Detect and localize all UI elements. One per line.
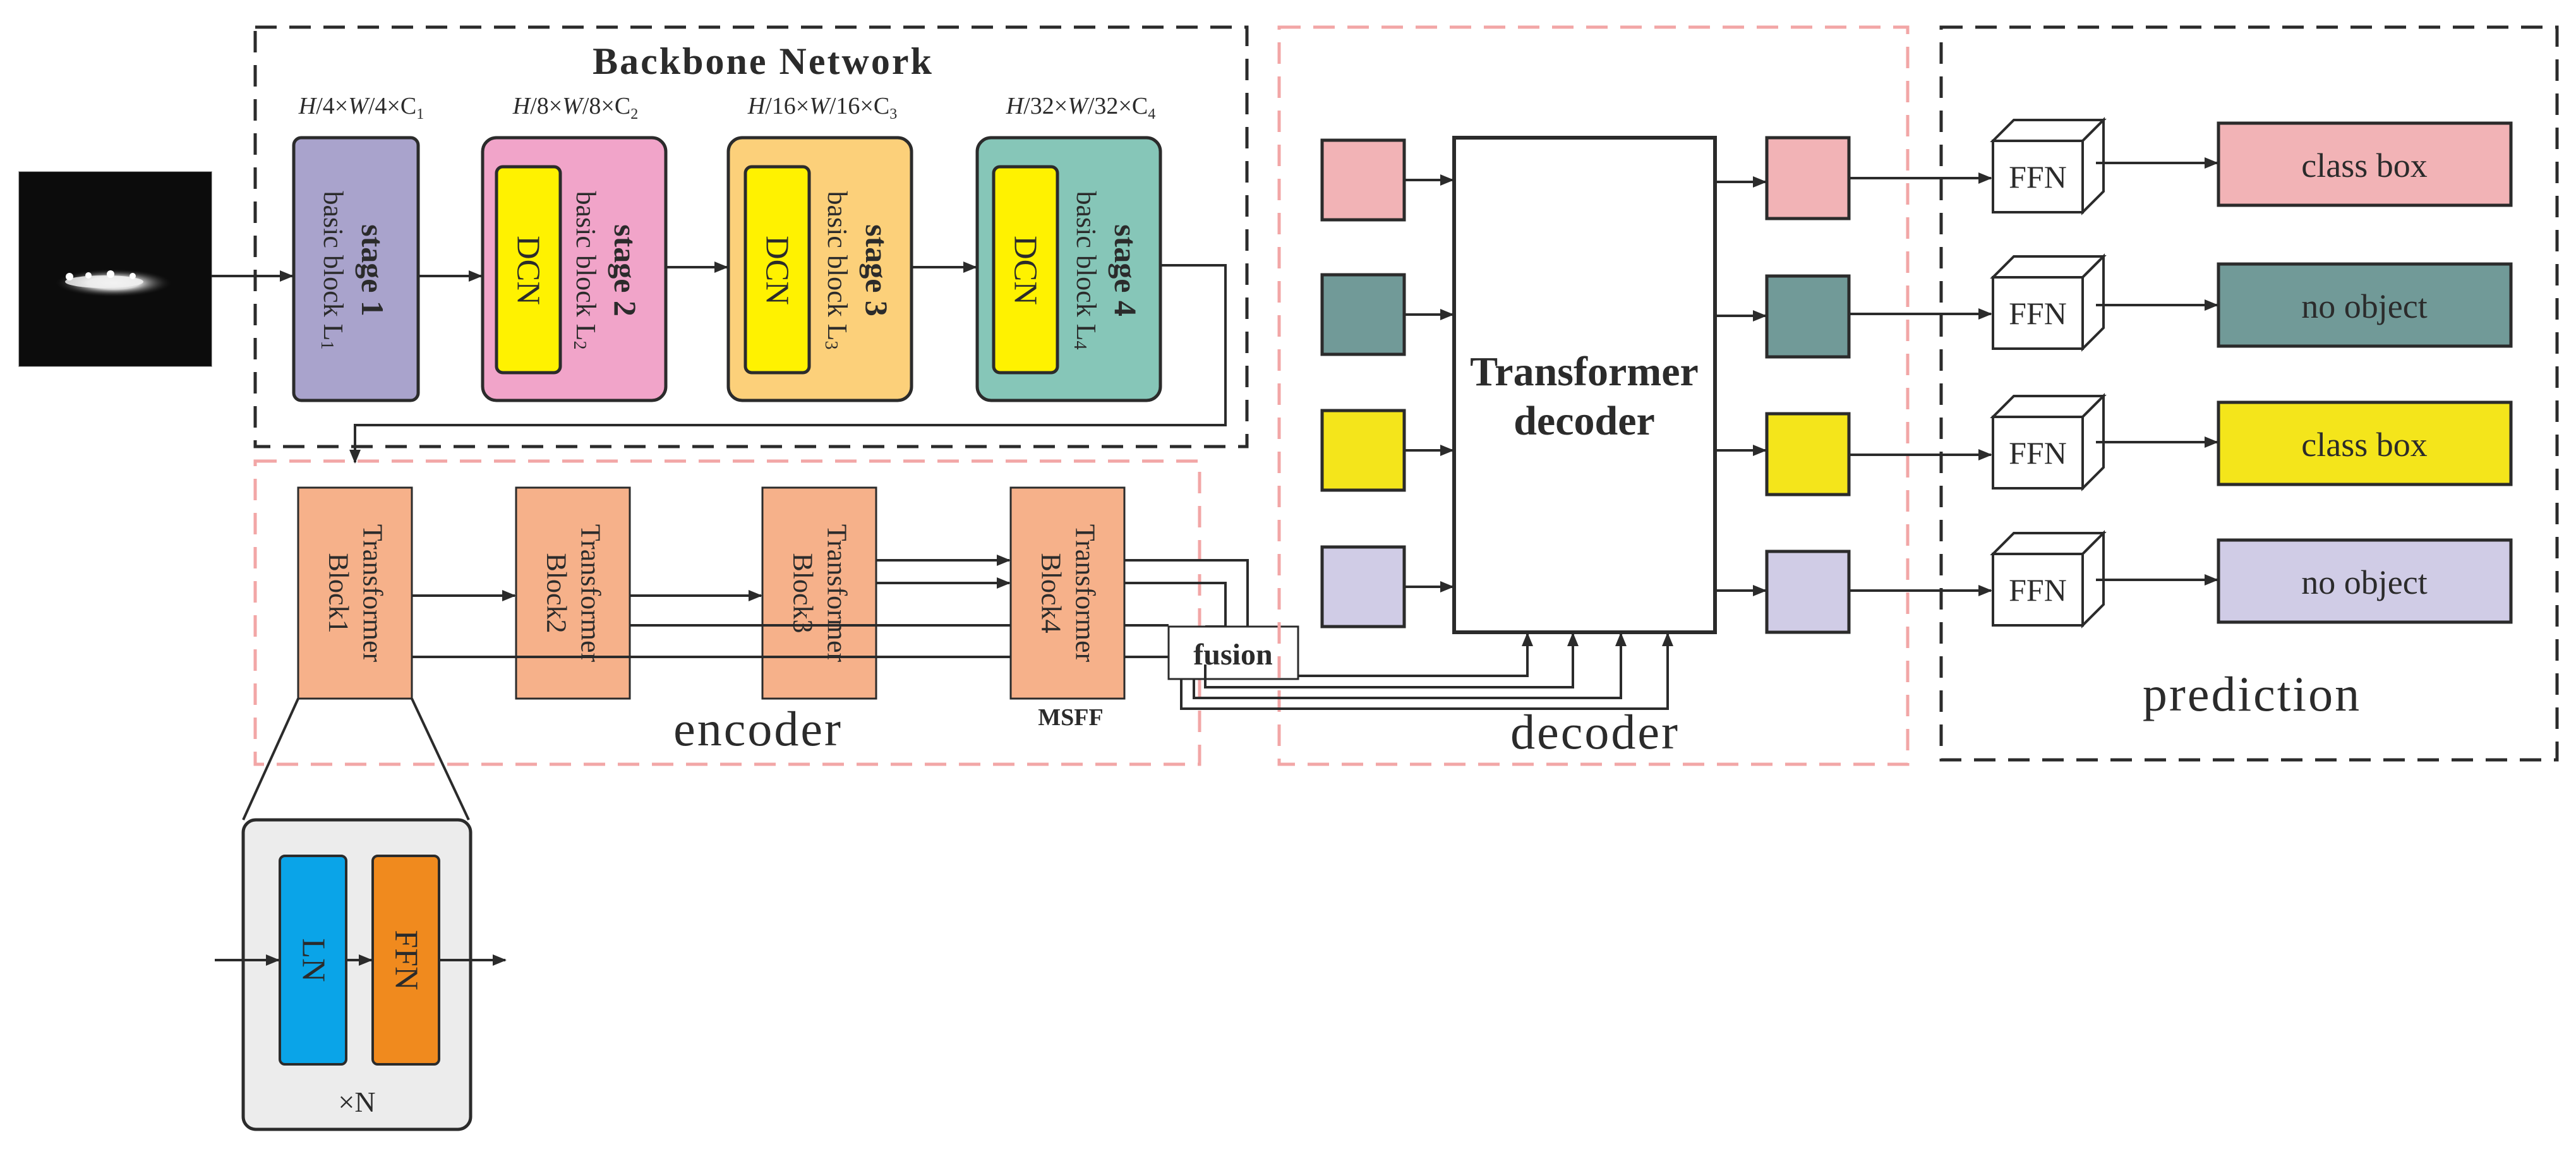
decoder-out-1 xyxy=(1765,136,1851,220)
stage4-dims: H/32×W/32×C4 xyxy=(1006,93,1155,123)
transformer-block-2 xyxy=(515,486,631,700)
stage-4-block: basic block L4 xyxy=(1071,191,1102,349)
memory-line-4 xyxy=(1180,632,1673,710)
tb1-line1: Transformer xyxy=(358,524,388,663)
stage-1-block: basic block L1 xyxy=(318,191,349,349)
prediction: FFN FFN FFN FFN class box xyxy=(1849,25,2559,762)
decoder-core-line2: decoder xyxy=(1514,398,1655,444)
output-box-1 xyxy=(2217,121,2513,207)
transformer-block-1 xyxy=(297,486,413,700)
transformer-block-3 xyxy=(761,486,877,700)
output-box-4 xyxy=(2217,538,2513,624)
query-1 xyxy=(1320,138,1406,222)
stage-4-dcn-label: DCN xyxy=(1008,236,1044,305)
decoder-frame xyxy=(1277,25,1910,766)
stage-1-box xyxy=(292,136,420,402)
fusion-box xyxy=(1167,625,1299,680)
stage-1: stage 1 basic block L1 xyxy=(292,136,420,402)
ffn-cube-1-label: FFN xyxy=(2009,159,2067,195)
tb2-line1: Transformer xyxy=(575,524,606,663)
zoom-line-right xyxy=(411,698,470,820)
stage-3-label: stage 3 xyxy=(859,224,894,316)
output-label-2: no object xyxy=(2301,287,2427,325)
stage-3-dcn xyxy=(743,165,811,375)
stage-3: DCN stage 3 basic block L3 xyxy=(726,136,913,402)
stage-4-dcn xyxy=(992,165,1059,375)
ffn-cube-3: FFN xyxy=(1990,393,2107,491)
stage-4: DCN stage 4 basic block L4 xyxy=(975,136,1162,402)
memory-line-2 xyxy=(1204,632,1579,688)
stage-2-dcn xyxy=(495,165,562,375)
tb4-line2: Block4 xyxy=(1036,553,1067,633)
stage-3-dcn-label: DCN xyxy=(759,236,795,305)
output-label-4: no object xyxy=(2301,563,2427,601)
transformer-block-4 xyxy=(1009,486,1126,700)
stage-2: DCN stage 2 basic block L2 xyxy=(481,136,668,402)
msff-label: MSFF xyxy=(1038,704,1103,731)
prediction-label: prediction xyxy=(2143,666,2361,721)
tb3-line1: Transformer xyxy=(822,524,853,663)
output-box-3 xyxy=(2217,400,2513,486)
decoder-out-3 xyxy=(1765,412,1851,496)
encoder-frame xyxy=(253,459,1201,766)
arrow-stage4-to-encoder xyxy=(349,264,1227,464)
stage3-dims: H/16×W/16×C3 xyxy=(747,93,897,123)
output-box-2 xyxy=(2217,262,2513,348)
output-label-3: class box xyxy=(2301,426,2427,464)
transformer-block-detail: LN FFN ×N xyxy=(215,698,507,1131)
ln-label: LN xyxy=(296,938,332,982)
backbone-network: Backbone Network H/4×W/4×C1 H/8×W/8×C2 H… xyxy=(212,25,1249,464)
stage-2-label: stage 2 xyxy=(608,224,643,316)
stage-3-block: basic block L3 xyxy=(822,191,853,349)
stage-2-block: basic block L2 xyxy=(570,191,602,349)
query-2 xyxy=(1320,273,1406,356)
ffn-cube-2: FFN xyxy=(1990,253,2107,352)
ffn-cube-1: FFN xyxy=(1990,117,2107,215)
repeat-label: ×N xyxy=(338,1086,375,1118)
query-4 xyxy=(1320,545,1406,628)
transformer-decoder-box xyxy=(1452,136,1717,634)
decoder-out-2 xyxy=(1765,274,1851,359)
fusion-label: fusion xyxy=(1193,638,1272,671)
backbone-title: Backbone Network xyxy=(593,40,934,82)
zoom-line-left xyxy=(242,698,299,820)
decoder-label: decoder xyxy=(1510,704,1680,759)
tb4-out-2 xyxy=(1124,582,1227,628)
ffn-cube-2-label: FFN xyxy=(2009,296,2067,331)
ffn-cube-4: FFN xyxy=(1990,530,2107,628)
prediction-frame xyxy=(1939,25,2559,762)
tb3-line2: Block3 xyxy=(788,553,819,633)
decoder: Transformer decoder decoder xyxy=(1180,25,1910,766)
output-label-1: class box xyxy=(2301,147,2427,184)
decoder-core-line1: Transformer xyxy=(1470,349,1699,395)
ffn-cube-4-label: FFN xyxy=(2009,572,2067,608)
stage-2-dcn-label: DCN xyxy=(510,236,546,305)
stage2-dims: H/8×W/8×C2 xyxy=(512,93,638,123)
ffn-cube-3-label: FFN xyxy=(2009,435,2067,471)
input-image xyxy=(18,171,212,367)
stage1-dims: H/4×W/4×C1 xyxy=(298,93,424,123)
tb2-line2: Block2 xyxy=(541,553,572,633)
ffn-label: FFN xyxy=(388,930,424,990)
stage-1-label: stage 1 xyxy=(355,224,390,316)
tb4-line1: Transformer xyxy=(1070,524,1101,663)
backbone-frame xyxy=(253,25,1249,448)
tb1-line2: Block1 xyxy=(323,553,354,633)
query-3 xyxy=(1320,409,1406,492)
memory-line-1 xyxy=(1298,632,1533,677)
encoder-label: encoder xyxy=(673,701,843,756)
decoder-out-4 xyxy=(1765,550,1851,634)
encoder: Transformer Block1 Transformer Block2 Tr… xyxy=(253,459,1299,766)
memory-line-3 xyxy=(1193,632,1627,699)
stage-4-label: stage 4 xyxy=(1108,224,1143,316)
